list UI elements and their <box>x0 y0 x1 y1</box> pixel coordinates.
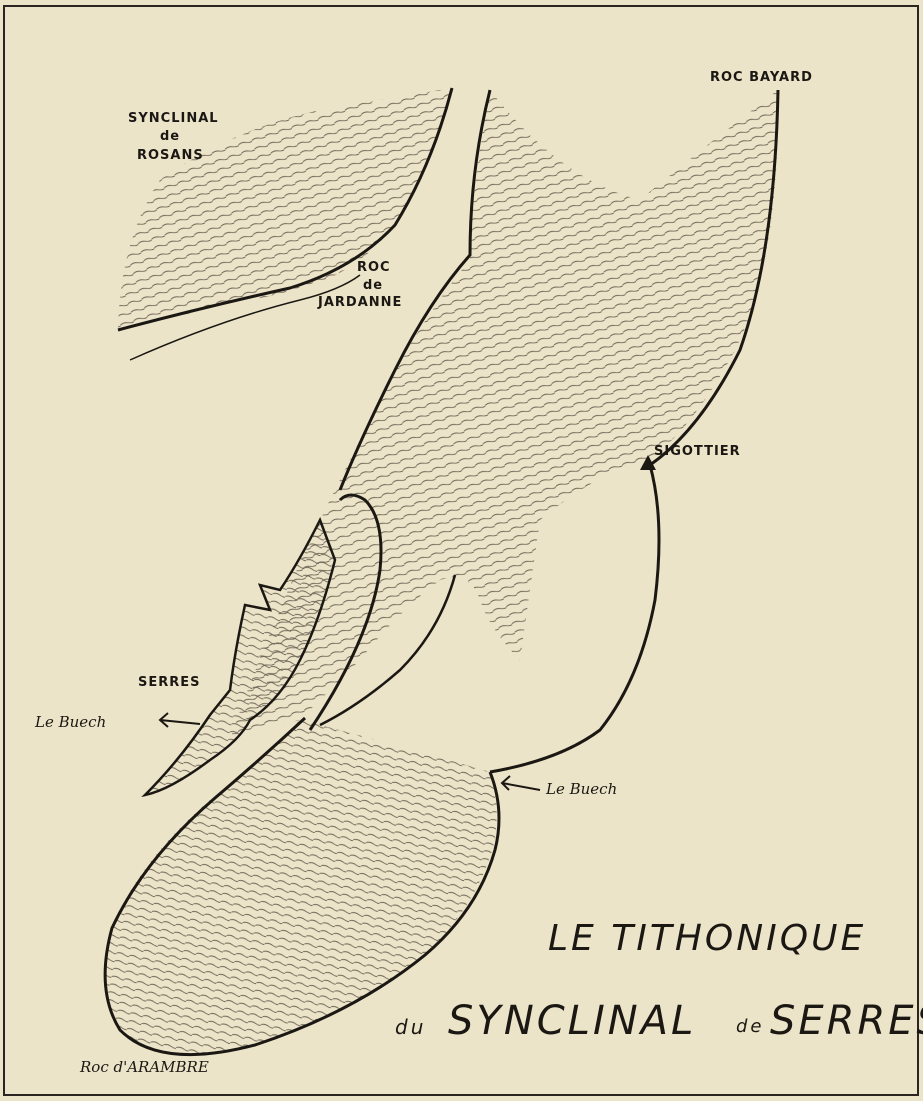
label-le-buech-left: Le Buech <box>34 713 106 731</box>
title-du: du <box>395 1015 426 1039</box>
arrow-buech-right <box>502 776 540 790</box>
label-roc: ROC <box>357 260 391 275</box>
label-sigottier: SIGOTTIER <box>654 444 741 459</box>
title-de: de <box>736 1016 765 1037</box>
label-synclinal-de: de <box>160 129 180 144</box>
title-line1: LE TITHONIQUE <box>548 918 866 959</box>
arrow-buech-left <box>160 713 200 727</box>
label-jardanne: JARDANNE <box>317 295 402 310</box>
label-roc-de: de <box>363 278 383 293</box>
title-synclinal: SYNCLINAL <box>448 998 696 1044</box>
label-serres: SERRES <box>138 675 201 690</box>
label-roc-bayard: ROC BAYARD <box>710 70 813 85</box>
label-le-buech-right: Le Buech <box>545 780 617 798</box>
label-synclinal: SYNCLINAL <box>128 111 219 126</box>
label-roc-arambre: Roc d'ARAMBRE <box>79 1058 209 1076</box>
label-rosans: ROSANS <box>137 148 204 163</box>
tithonic-band-lower-lobe <box>104 720 496 1055</box>
title-serres: SERRES <box>770 998 923 1044</box>
